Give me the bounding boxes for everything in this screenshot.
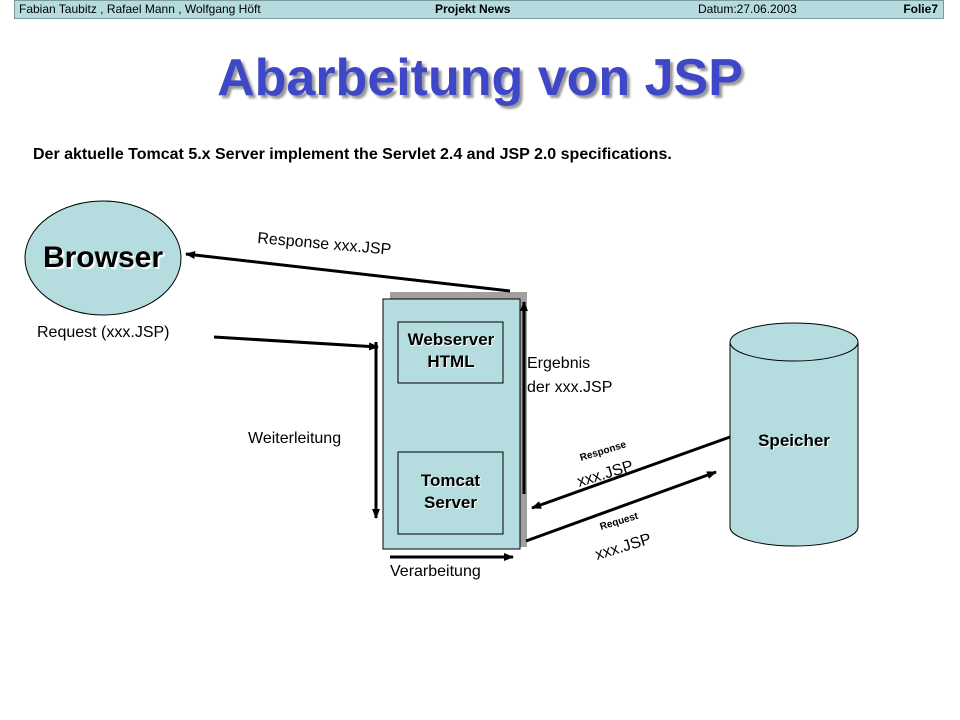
header-project: Projekt News: [435, 2, 511, 16]
ergebnis-label-line1: Ergebnis: [527, 355, 591, 372]
request-small-label: Request: [599, 511, 641, 533]
webserver-box: [397, 321, 504, 384]
storage-top: [729, 322, 859, 362]
request-label: Request (xxx.JSP): [37, 324, 170, 341]
webserver-label-line2: HTML: [427, 352, 475, 371]
tomcat-box: [397, 451, 504, 535]
storage-label: Speicher: [758, 431, 830, 450]
weiterleitung-label: Weiterleitung: [248, 430, 342, 447]
response-arrow: [185, 251, 511, 293]
slide-subtitle: Der aktuelle Tomcat 5.x Server implement…: [33, 146, 672, 163]
tomcat-label: Tomcat Server: [398, 470, 503, 514]
browser-node: [24, 200, 182, 316]
header-authors: Fabian Taubitz , Rafael Mann , Wolfgang …: [19, 2, 261, 16]
request-small-jsp: xxx.JSP: [593, 531, 653, 564]
header-date: Datum:27.06.2003: [698, 2, 797, 16]
tomcat-label-line2: Server: [424, 493, 477, 512]
tomcat-label-line1: Tomcat: [420, 471, 481, 490]
response-label: Response xxx.JSP: [257, 230, 392, 259]
verarbeitung-label: Verarbeitung: [390, 563, 481, 580]
storage-cylinder: [729, 342, 859, 547]
slide-header: Fabian Taubitz , Rafael Mann , Wolfgang …: [14, 0, 944, 19]
storage-response-arrow: [531, 435, 731, 510]
request-arrow: [213, 335, 379, 351]
browser-label: Browser: [42, 241, 164, 274]
ergebnis-label-line2: der xxx.JSP: [527, 379, 613, 396]
storage-request-arrow: [525, 470, 717, 543]
header-slide-number: Folie7: [903, 2, 938, 16]
slide-title: Abarbeitung von JSP: [217, 49, 743, 107]
webserver-label: Webserver HTML: [383, 329, 519, 373]
webserver-label-line1: Webserver: [407, 330, 495, 349]
